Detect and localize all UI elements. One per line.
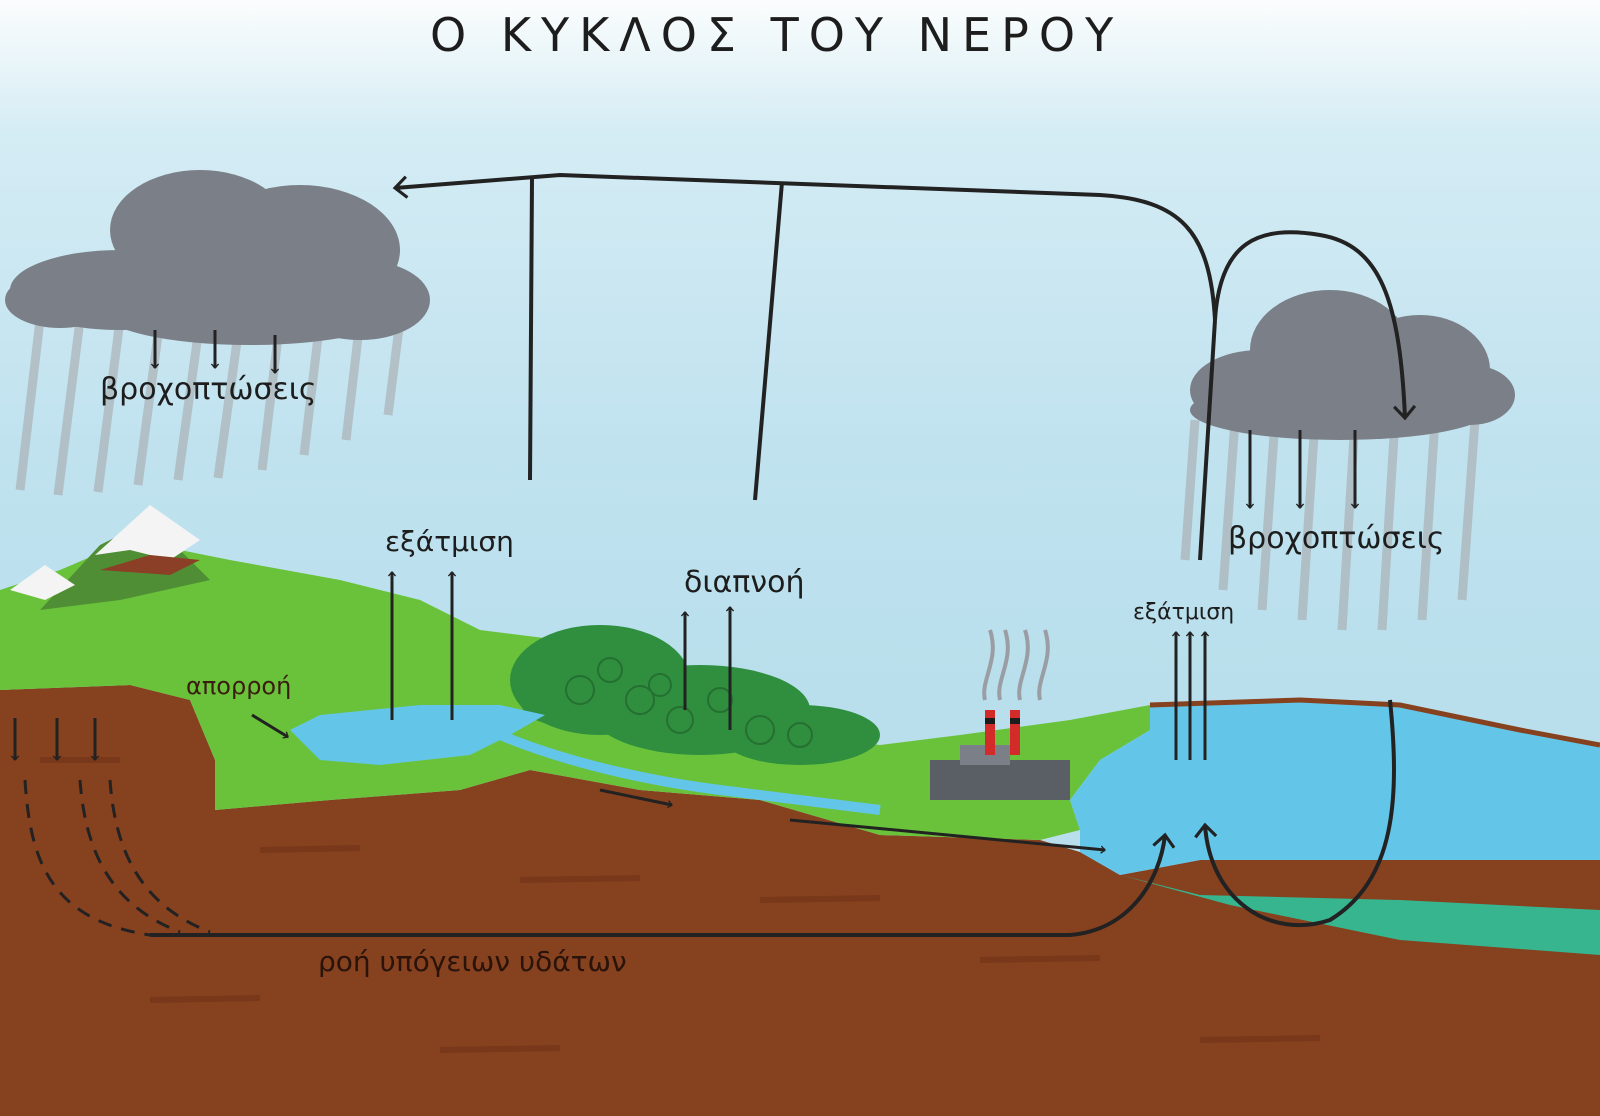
diagram-title: Ο ΚΥΚΛΟΣ ΤΟΥ ΝΕΡΟΥ — [430, 8, 1124, 62]
factory-smoke — [982, 629, 1050, 701]
rain-arrows-right — [1245, 430, 1360, 510]
transpiration-arrows — [680, 605, 735, 730]
mountains — [10, 505, 210, 610]
evaporation-arrows-left — [387, 570, 457, 720]
rain-streaks-right — [1180, 419, 1480, 631]
groundwater-flow-label: ροή υπόγειων υδάτων — [318, 945, 627, 978]
shore-line — [1149, 697, 1600, 748]
water-vapor-loop — [392, 172, 1417, 561]
infiltration-arrows — [10, 718, 100, 762]
transpiration-label: διαπνοή — [684, 565, 805, 600]
precipitation-label-right: βροχοπτώσεις — [1228, 521, 1445, 556]
evaporation-label-left: εξάτμιση — [385, 525, 514, 558]
cloud-left — [5, 170, 430, 345]
groundwater-dashes — [23, 779, 211, 937]
groundwater-flow-arrow — [150, 832, 1176, 937]
evaporation-label-right: εξάτμιση — [1133, 600, 1235, 625]
evaporation-arrows-right — [1171, 630, 1210, 760]
precipitation-label-left: βροχοπτώσεις — [100, 372, 317, 407]
rain-streaks-left — [15, 319, 405, 496]
runoff-arrows — [251, 713, 1107, 854]
factory — [930, 710, 1070, 800]
sea-circulation-arrow — [1194, 699, 1396, 927]
rain-arrows-left — [150, 330, 280, 375]
runoff-label: απορροή — [186, 672, 292, 700]
mountain-lake — [290, 705, 545, 765]
deep-sea — [1120, 875, 1600, 955]
soil-texture — [40, 757, 1321, 1053]
river — [498, 730, 881, 815]
forest-texture — [565, 657, 813, 748]
cloud-right — [1190, 290, 1515, 440]
